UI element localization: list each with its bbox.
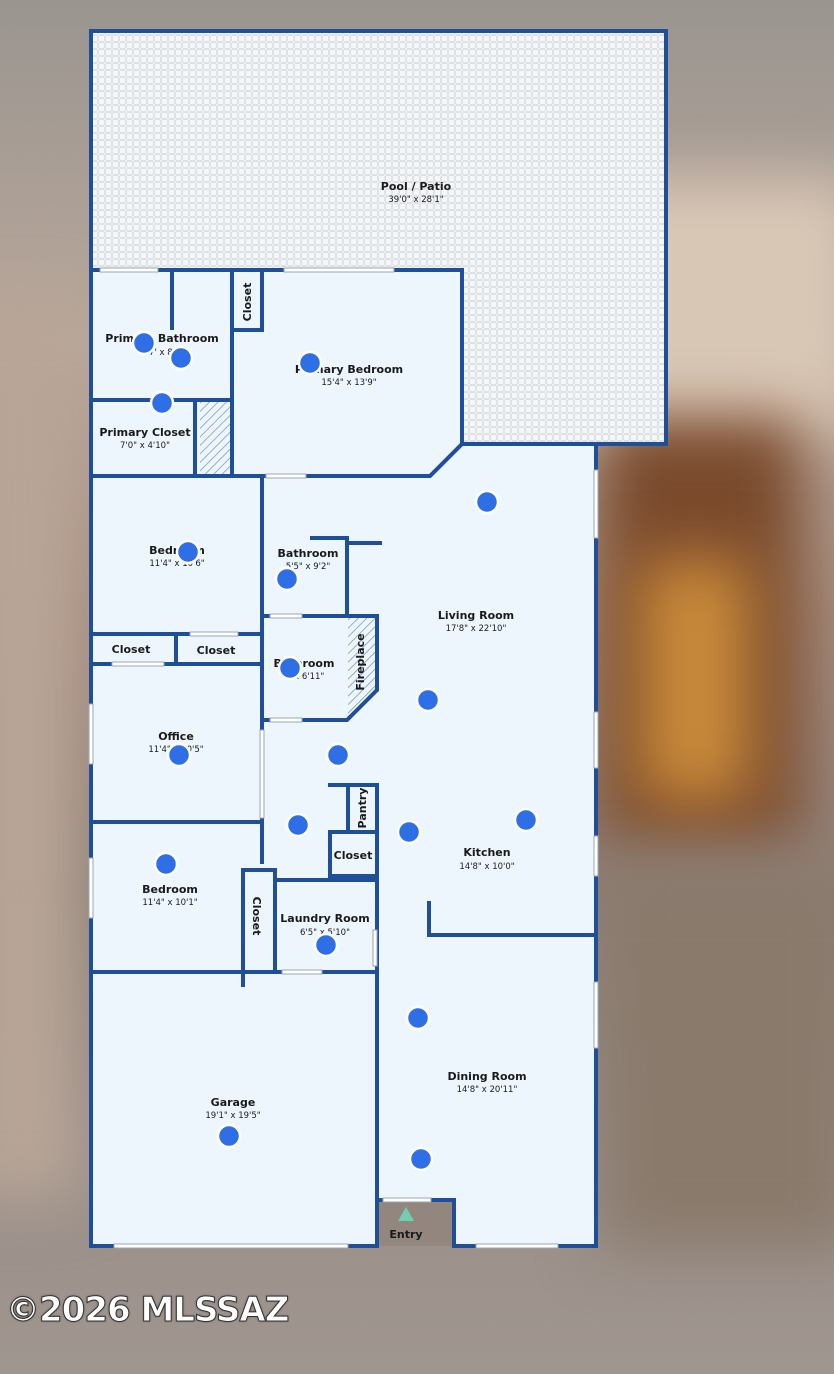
dim-bedroom-2: 11'4" x 10'1" — [142, 898, 197, 908]
label-closet-a: Closet — [112, 643, 151, 656]
photo-marker[interactable] — [285, 812, 311, 838]
photo-marker[interactable] — [168, 345, 194, 371]
copyright-watermark: ©2026 MLSSAZ — [5, 1290, 289, 1331]
dim-garage: 19'1" x 19'5" — [205, 1111, 260, 1121]
photo-marker[interactable] — [513, 807, 539, 833]
background-floor — [600, 870, 834, 1250]
dim-primary-closet: 7'0" x 4'10" — [120, 441, 170, 451]
photo-marker[interactable] — [166, 742, 192, 768]
label-primary-bathroom: Primary Bathroom — [105, 332, 218, 345]
label-living-room: Living Room — [438, 609, 514, 622]
dim-pool-patio: 39'0" x 28'1" — [388, 195, 443, 205]
background-door-glow — [640, 560, 750, 800]
entry-area — [377, 1202, 454, 1246]
dim-primary-bathroom: 7' x 8' — [149, 348, 175, 358]
photo-marker[interactable] — [408, 1146, 434, 1172]
photo-marker[interactable] — [277, 655, 303, 681]
dim-primary-bedroom: 15'4" x 13'9" — [321, 378, 376, 388]
label-pantry: Pantry — [356, 788, 369, 829]
photo-marker[interactable] — [274, 566, 300, 592]
label-closet-d: Closet — [250, 897, 263, 936]
fireplace-hatch — [348, 616, 377, 718]
label-closet-b: Closet — [197, 644, 236, 657]
label-closet-c: Closet — [334, 849, 373, 862]
label-closet-top: Closet — [241, 283, 254, 322]
photo-marker[interactable] — [216, 1123, 242, 1149]
photo-marker[interactable] — [149, 390, 175, 416]
photo-marker[interactable] — [175, 539, 201, 565]
photo-marker[interactable] — [396, 819, 422, 845]
primary-closet-hatch — [200, 402, 232, 474]
photo-markers — [131, 330, 539, 1172]
label-laundry-room: Laundry Room — [280, 912, 369, 925]
photo-marker[interactable] — [474, 489, 500, 515]
room-labels: Pool / Patio 39'0" x 28'1" Primary Bathr… — [99, 180, 526, 1241]
photo-marker[interactable] — [131, 330, 157, 356]
dim-kitchen: 14'8" x 10'0" — [459, 862, 514, 872]
photo-marker[interactable] — [297, 350, 323, 376]
photo-marker[interactable] — [415, 687, 441, 713]
photo-marker[interactable] — [313, 932, 339, 958]
label-office: Office — [158, 730, 194, 743]
label-primary-bedroom: Primary Bedroom — [295, 363, 403, 376]
photo-marker[interactable] — [325, 742, 351, 768]
dim-bedroom-1: 11'4" x 10'6" — [149, 559, 204, 569]
label-bedroom-2: Bedroom — [142, 883, 198, 896]
photo-marker[interactable] — [405, 1005, 431, 1031]
label-pool-patio: Pool / Patio — [381, 180, 452, 193]
dim-dining-room: 14'8" x 20'11" — [457, 1085, 518, 1095]
dim-living-room: 17'8" x 22'10" — [446, 624, 507, 634]
label-garage: Garage — [211, 1096, 256, 1109]
label-bathroom-1: Bathroom — [278, 547, 339, 560]
dim-bathroom-2: 5' x 6'11" — [284, 672, 325, 682]
dim-bathroom-1: 5'5" x 9'2" — [286, 562, 331, 572]
entry-arrow-icon — [398, 1207, 414, 1221]
walls — [89, 268, 598, 1248]
label-entry: Entry — [389, 1228, 422, 1241]
openings — [88, 267, 599, 1249]
label-dining-room: Dining Room — [447, 1070, 526, 1083]
background-left — [0, 300, 80, 1200]
label-primary-closet: Primary Closet — [99, 426, 190, 439]
label-fireplace: Fireplace — [354, 633, 367, 690]
label-kitchen: Kitchen — [463, 846, 510, 859]
photo-marker[interactable] — [153, 851, 179, 877]
